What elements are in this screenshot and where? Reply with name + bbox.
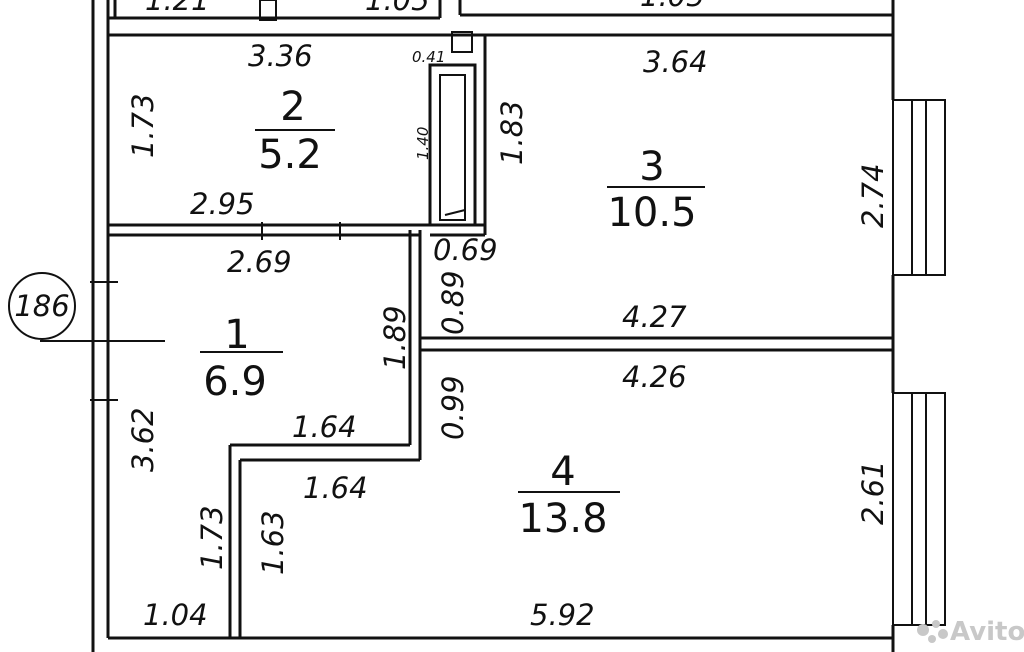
dim-r4-bottom: 5.92 [530, 598, 595, 632]
room-4-area: 13.8 [518, 496, 607, 542]
dim-r1-bottom: 1.04 [143, 598, 208, 632]
window-room-4 [892, 392, 946, 626]
dim-corridor-089: 0.89 [436, 270, 470, 335]
building-marker: 186 [8, 272, 165, 401]
dim-top-c: 1.05 [640, 0, 705, 13]
avito-watermark: Avito [917, 617, 1024, 647]
dim-top-b: 1.05 [365, 0, 430, 17]
dim-r2-top: 3.36 [248, 39, 313, 73]
top-strip [108, 0, 893, 37]
building-number: 186 [14, 289, 69, 323]
dim-r3-top: 3.64 [643, 45, 708, 79]
dim-closet-depth: 1.40 [414, 127, 432, 160]
room-3-walls [430, 35, 487, 237]
dim-r1-bottom-left: 1.73 [195, 505, 229, 570]
dim-r4-left: 1.63 [256, 510, 290, 575]
room-2-number: 2 [280, 84, 305, 130]
dim-r1-step-upper: 1.64 [292, 410, 357, 444]
room-3-number: 3 [639, 144, 664, 190]
dim-top-a: 1.21 [145, 0, 210, 17]
dim-r4-right: 2.61 [856, 460, 890, 525]
dim-r4-left-upper: 0.99 [436, 375, 470, 440]
room-1-area: 6.9 [203, 359, 267, 405]
dim-r2-left: 1.73 [126, 93, 160, 158]
dim-r1-right: 1.89 [378, 305, 412, 370]
room-2-area: 5.2 [258, 132, 322, 178]
dim-r3-right: 2.74 [856, 163, 890, 228]
room-4-number: 4 [550, 449, 575, 495]
room-1-number: 1 [224, 312, 249, 358]
corridor-walls [408, 230, 893, 460]
dim-r1-left: 3.62 [126, 407, 160, 472]
room-3-area: 10.5 [607, 190, 696, 236]
window-room-3 [892, 99, 946, 276]
dim-r1-top: 2.69 [227, 245, 292, 279]
watermark-text: Avito [950, 617, 1024, 647]
step-walls [228, 443, 420, 638]
dim-r3-bottom: 4.27 [622, 300, 687, 334]
closet [428, 31, 477, 227]
dim-r2-bottom: 2.95 [190, 187, 255, 221]
dim-corridor-069: 0.69 [433, 233, 498, 267]
dim-r4-step-lower: 1.64 [303, 471, 368, 505]
dim-r3-left: 1.83 [495, 100, 529, 165]
dim-r4-top: 4.26 [622, 360, 687, 394]
dim-closet-width: 0.41 [412, 48, 445, 66]
